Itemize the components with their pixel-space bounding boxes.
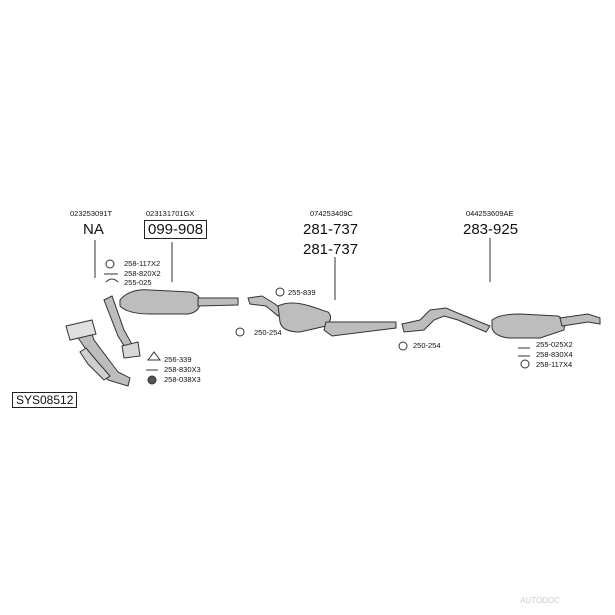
small-part-front-3: 255-025 — [124, 278, 152, 287]
small-part-mid-gasket: 250-254 — [254, 328, 282, 337]
rear-tailpipe — [559, 313, 601, 327]
oem-number-1: 023253091T — [70, 209, 113, 218]
small-part-rear-2: 258-830X4 — [536, 350, 573, 359]
small-part-manifold-1: 256-339 — [164, 355, 192, 364]
small-part-rear-3: 258-117X4 — [536, 360, 573, 369]
gasket-icon — [398, 341, 408, 351]
small-part-front-2: 258-820X2 — [124, 269, 161, 278]
manifold-flange — [65, 319, 97, 341]
part-number-rear[interactable]: 283-925 — [463, 221, 519, 238]
part-number-cat[interactable]: 099-908 — [144, 220, 208, 239]
gasket-icon — [520, 359, 530, 369]
gasket-icon — [235, 327, 245, 337]
small-part-mid-clamp: 255-839 — [288, 288, 316, 297]
front-downpipe-2 — [79, 347, 111, 381]
small-part-rear-1: 255-025X2 — [536, 340, 573, 349]
cat-outlet-pipe — [197, 297, 239, 307]
rear-inlet-pipe — [401, 307, 491, 333]
oem-number-4: 044253609AE — [466, 209, 514, 218]
part-number-na: NA — [83, 221, 104, 238]
small-part-manifold-2: 258-830X3 — [164, 365, 201, 374]
small-part-rear-gasket: 250-254 — [413, 341, 441, 350]
small-part-manifold-3: 258-038X3 — [164, 375, 201, 384]
clamp-icon — [105, 278, 119, 283]
part-number-mid-2[interactable]: 281-737 — [303, 241, 359, 258]
part-number-mid-1[interactable]: 281-737 — [303, 221, 359, 238]
catalytic-converter — [119, 289, 201, 315]
mid-outlet-pipe — [323, 321, 397, 337]
gasket-icon — [105, 259, 115, 269]
small-part-front-1: 258-117X2 — [124, 259, 161, 268]
cat-flange — [121, 341, 141, 359]
oem-number-2: 023131701GX — [146, 209, 195, 218]
bracket-icon — [147, 351, 161, 361]
watermark-logo: AUTODOC — [520, 596, 560, 605]
gasket-icon — [147, 375, 157, 385]
gasket-icon — [275, 287, 285, 297]
mid-silencer — [277, 302, 332, 333]
oem-number-3: 074253409C — [310, 209, 353, 218]
system-code: SYS08512 — [12, 392, 78, 408]
mid-inlet-pipe — [247, 295, 283, 317]
rear-silencer — [491, 313, 565, 339]
